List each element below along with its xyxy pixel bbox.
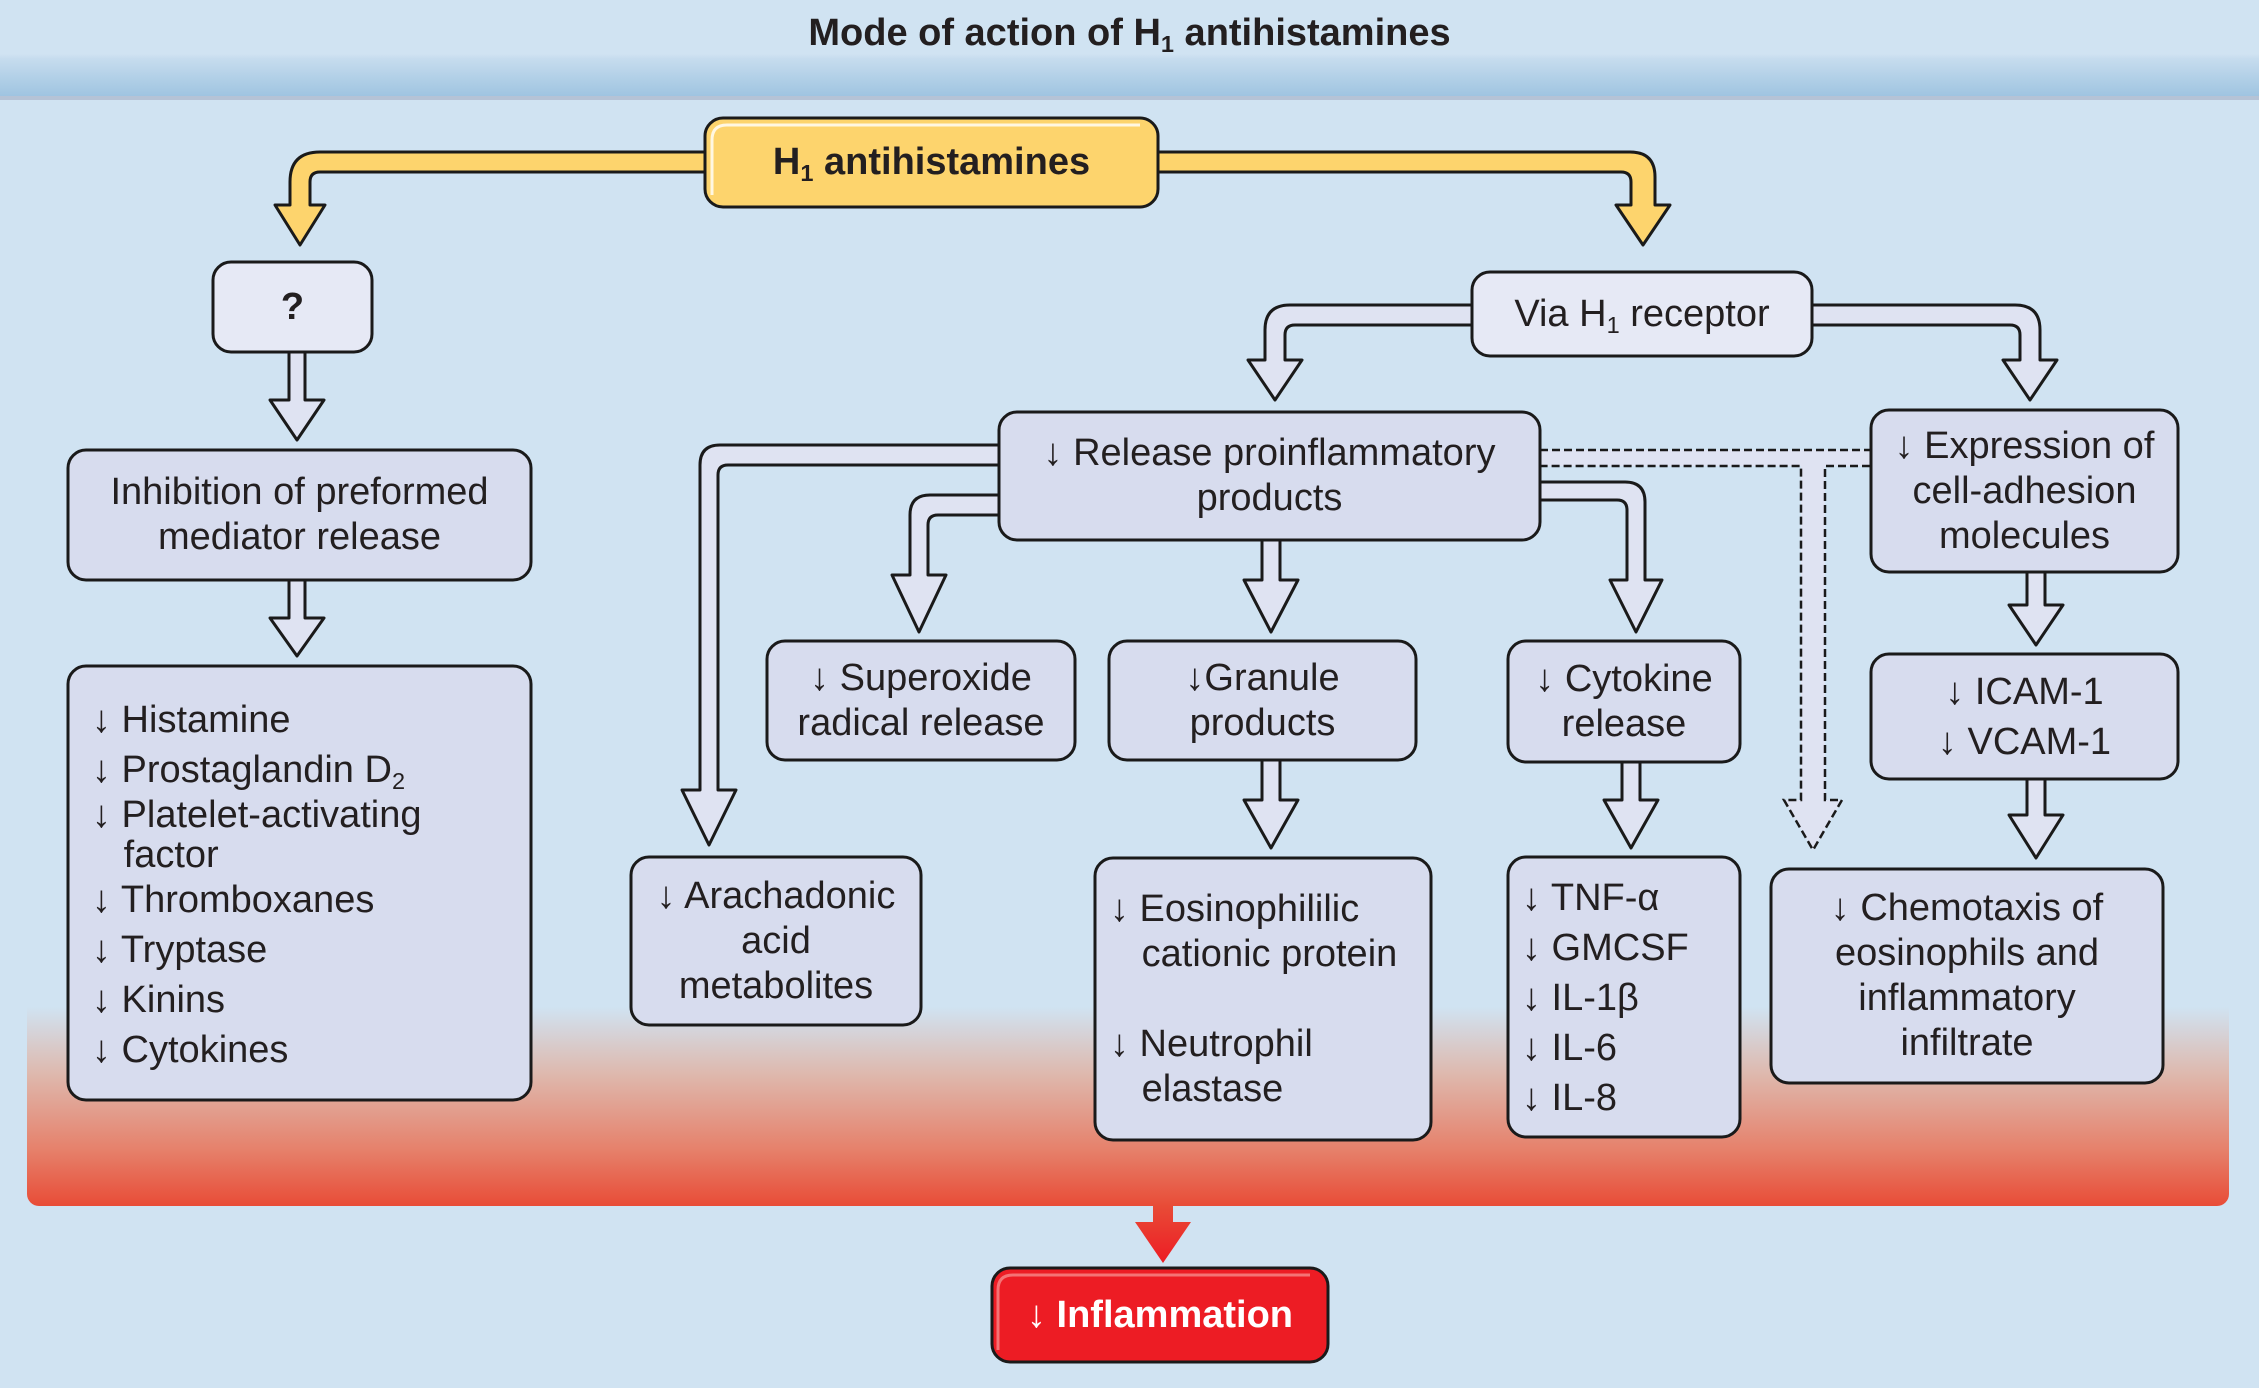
arrow-cytokine-release-to-cytokines <box>1602 760 1660 850</box>
arrow-expression-to-adhesion-molecules <box>2007 570 2065 647</box>
arachadonic-label: ↓ Arachadonic acid metabolites <box>656 874 896 1007</box>
expression-box <box>1869 408 2180 574</box>
mediator-item: ↓ Histamine <box>92 699 291 741</box>
arrow-release-to-cytokine-release <box>1538 480 1664 634</box>
adhesion-molecules-label: ↓ ICAM-1 ↓ VCAM-1 <box>1937 670 2112 763</box>
arrow-adhesion-to-chemotaxis <box>2007 777 2065 860</box>
mediator-item: ↓ Prostaglandin D2 <box>92 749 406 795</box>
unknown-box <box>211 260 374 354</box>
cytokines-box <box>1506 855 1742 1139</box>
via-receptor-label: Via H1 receptor <box>1514 292 1770 338</box>
eosinophilic-label: ↓ Eosinophililic cationic protein ↓ Neut… <box>1110 887 1398 1110</box>
cytokines-label: ↓ TNF-α ↓ GMCSF ↓ IL-1β ↓ IL-6 ↓ IL-8 <box>1522 876 1689 1119</box>
mediator-item: ↓ Kinins <box>92 979 226 1021</box>
arrow-granule-to-eosinophilic <box>1242 758 1300 850</box>
cytokine-release-label: ↓ Cytokine release <box>1535 657 1713 745</box>
granule-box <box>1107 639 1418 762</box>
arrow-to-inflammation <box>1135 1205 1191 1263</box>
inflammation-label: ↓ Inflammation <box>1026 1293 1294 1336</box>
box-highlights <box>710 123 1310 1350</box>
inflammation-box <box>990 1266 1330 1364</box>
arrow-to-unknown <box>273 150 707 247</box>
root-box <box>703 116 1160 209</box>
arrow-inhibition-to-mediators <box>268 578 326 658</box>
release-label: ↓ Release proinflammatory products <box>1043 432 1496 519</box>
mediator-item: ↓ Cytokines <box>92 1029 289 1071</box>
arrow-release-to-granule <box>1242 538 1300 634</box>
inhibition-label: Inhibition of preformed mediator release <box>110 471 489 558</box>
mediator-item: factor <box>92 834 219 876</box>
mediator-item: ↓ Platelet-activating <box>92 794 422 836</box>
adhesion-molecules-box <box>1869 652 2180 781</box>
dashed-arrow-to-chemotaxis <box>1538 448 1873 853</box>
expression-label: ↓ Expression of cell-adhesion molecules <box>1894 424 2155 557</box>
arachadonic-box <box>629 855 923 1027</box>
diagram-title: Mode of action of H1 antihistamines <box>808 12 1451 58</box>
superoxide-box <box>765 639 1077 762</box>
unknown-label: ? <box>280 285 305 328</box>
mediators-box <box>66 664 533 1102</box>
eosinophilic-box <box>1093 856 1433 1142</box>
arrow-unknown-to-inhibition <box>268 350 326 442</box>
title-band-edge <box>0 96 2259 100</box>
inhibition-box <box>66 448 533 582</box>
chemotaxis-label: ↓ Chemotaxis of eosinophils and inflamma… <box>1830 887 2104 1064</box>
cytokine-release-box <box>1506 639 1742 764</box>
mediator-item: ↓ Thromboxanes <box>92 879 375 921</box>
mediators-list: ↓ Histamine ↓ Prostaglandin D2 ↓ Platele… <box>92 680 522 1090</box>
arrow-release-to-arachadonic <box>680 443 1001 847</box>
superoxide-label: ↓ Superoxide radical release <box>797 656 1045 744</box>
root-label: H1 antihistamines <box>772 141 1091 187</box>
root-connectors <box>273 150 1672 247</box>
title-band <box>0 0 2259 98</box>
dashed-connector <box>1538 448 1873 853</box>
arrow-via-to-release <box>1246 303 1474 402</box>
chemotaxis-box <box>1769 867 2165 1085</box>
arrow-release-to-superoxide <box>890 493 1001 634</box>
granule-label: ↓Granule products <box>1185 656 1340 744</box>
via-receptor-box <box>1470 270 1814 358</box>
mediator-item: ↓ Tryptase <box>92 929 268 971</box>
arrow-to-via-receptor <box>1156 150 1672 247</box>
arrow-via-to-expression <box>1810 303 2059 402</box>
hollow-arrows <box>268 303 2065 860</box>
release-box <box>997 410 1542 542</box>
